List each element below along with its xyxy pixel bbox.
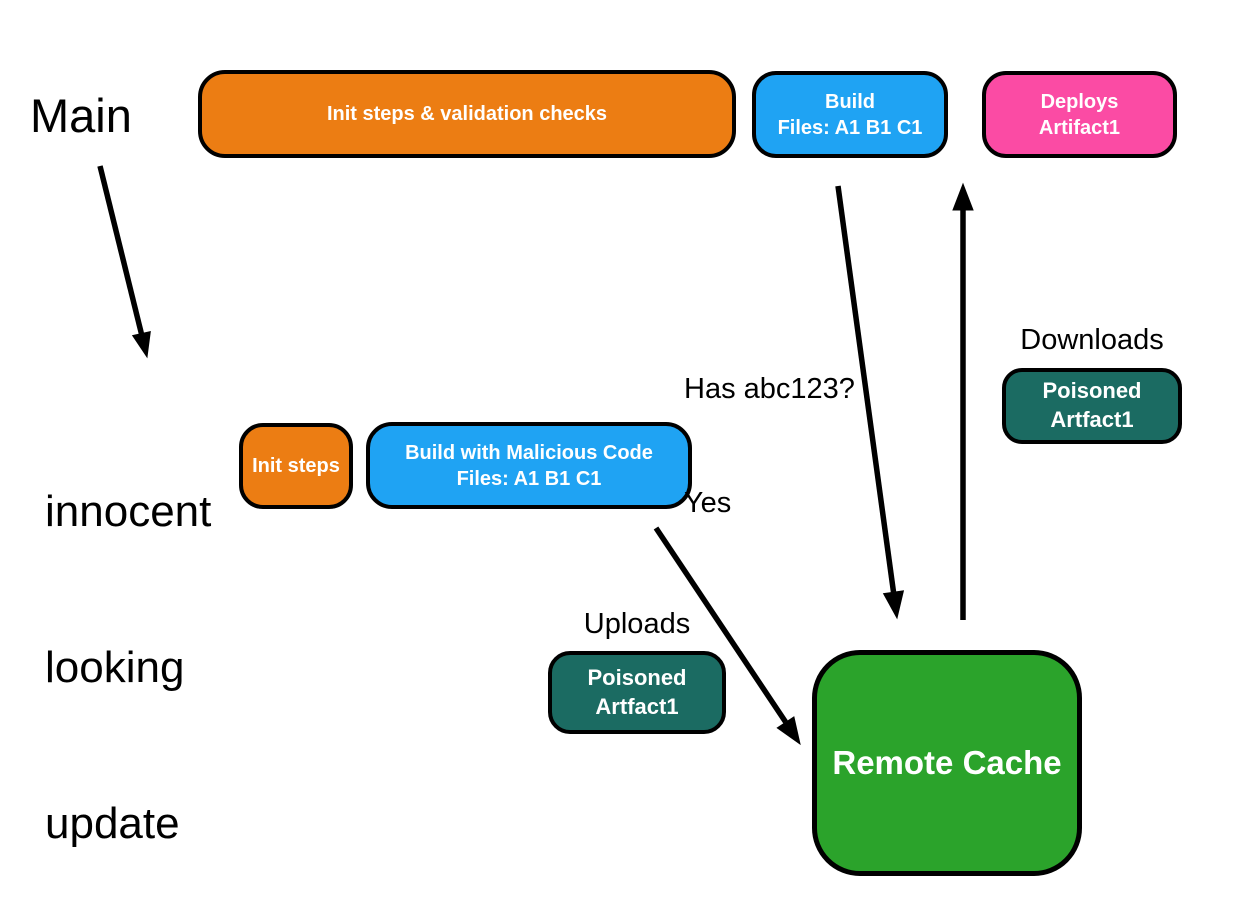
arrow-build-to-remote-cache — [835, 185, 905, 620]
node-init-steps-validation-checks: Init steps & validation checks — [198, 70, 736, 158]
branch-label-main: Main — [30, 89, 132, 142]
node-init-steps: Init steps — [239, 423, 353, 509]
node-poisoned-artifact-download: Poisoned Artfact1 — [1002, 368, 1182, 444]
node-init-steps-label: Init steps — [252, 455, 340, 477]
annotation-uploads: Uploads — [583, 608, 691, 640]
node-deploys-artifact1: Deploys Artifact1 — [982, 71, 1177, 158]
has-abc123-answer: Yes — [684, 487, 732, 519]
poisoned-upload-line-1: Poisoned — [587, 664, 687, 690]
innocent-line-2: looking — [45, 643, 185, 692]
node-init-validation-label: Init steps & validation checks — [326, 103, 608, 125]
node-build-with-malicious-code: Build with Malicious Code Files: A1 B1 C… — [366, 422, 692, 509]
node-remote-cache-label: Remote Cache — [832, 743, 1062, 781]
poisoned-download-line-1: Poisoned — [1042, 378, 1142, 404]
branch-label-innocent-looking-update: innocent looking update — [45, 382, 211, 908]
node-build-line-1: Build — [825, 90, 875, 113]
arrow-malicious-build-to-remote-cache — [653, 526, 801, 746]
node-poisoned-artifact-upload: Poisoned Artfact1 — [548, 651, 726, 734]
node-remote-cache: Remote Cache — [812, 650, 1082, 876]
poisoned-download-line-2: Artfact1 — [1050, 407, 1134, 432]
innocent-line-3: update — [45, 799, 180, 848]
node-build-files: Build Files: A1 B1 C1 — [752, 71, 948, 158]
node-deploys-line-2: Artifact1 — [1038, 116, 1121, 139]
has-abc123-question: Has abc123? — [684, 373, 855, 405]
arrow-remote-cache-to-deploys — [952, 182, 974, 620]
arrow-main-to-innocent-update — [97, 165, 151, 359]
node-build-malicious-line-2: Files: A1 B1 C1 — [456, 467, 602, 490]
annotation-downloads: Downloads — [1020, 324, 1164, 356]
innocent-line-1: innocent — [45, 487, 212, 536]
node-build-line-2: Files: A1 B1 C1 — [777, 116, 923, 139]
poisoned-upload-line-2: Artfact1 — [595, 693, 679, 719]
node-build-malicious-line-1: Build with Malicious Code — [405, 441, 653, 464]
annotation-has-abc123: Has abc123? Yes — [684, 294, 855, 598]
node-deploys-line-1: Deploys — [1040, 90, 1119, 113]
